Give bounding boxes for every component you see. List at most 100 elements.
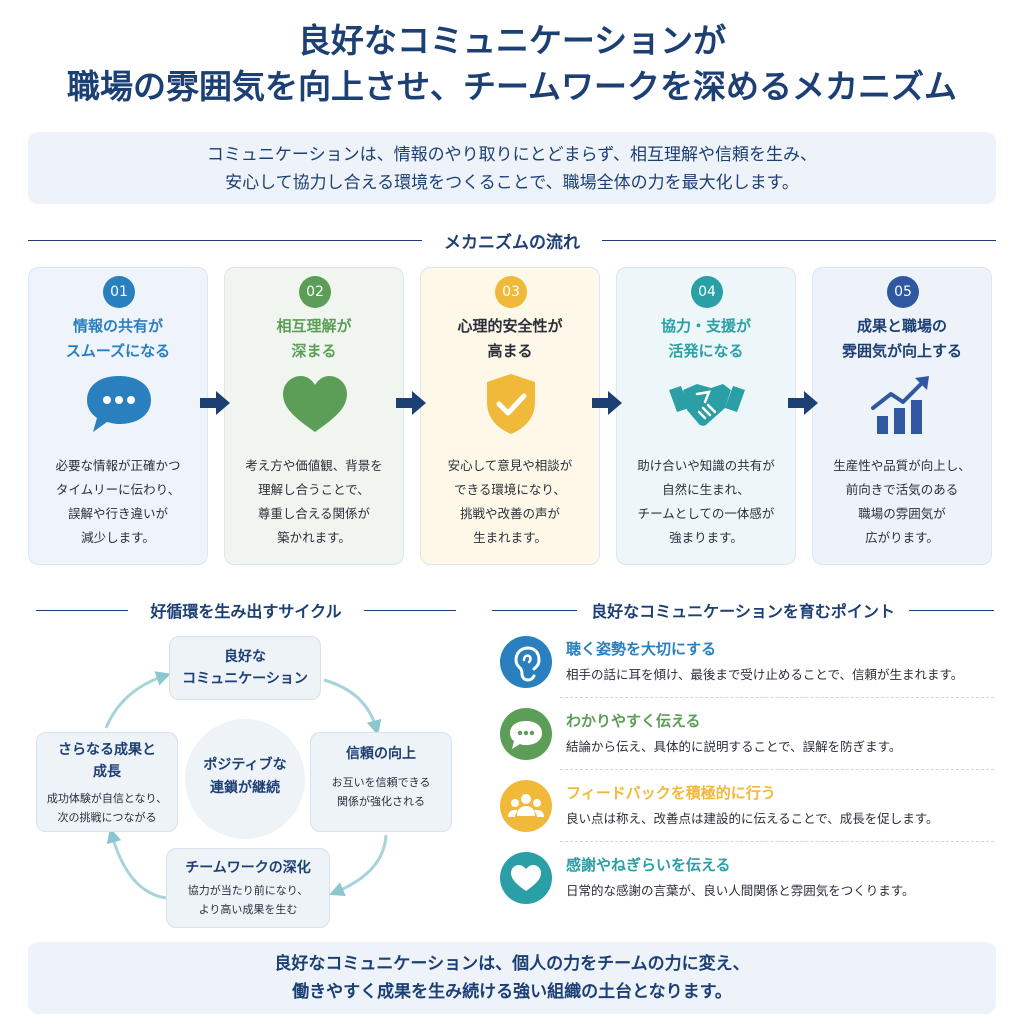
ear-icon — [500, 636, 552, 688]
title-line-2: 職場の雰囲気を向上させ、チームワークを深めるメカニズム — [66, 67, 957, 106]
cycle-node-title: 良好な — [224, 649, 266, 665]
step-title: 心理的安全性が高まる — [421, 314, 599, 364]
heading-rule-left — [492, 609, 578, 611]
step-description-line: 職場の雰囲気が — [858, 506, 946, 521]
cycle-node-title: さらなる成果と — [58, 742, 156, 758]
point-divider — [560, 697, 994, 698]
point-title: 聴く姿勢を大切にする — [566, 640, 717, 658]
step-number-badge: 02 — [299, 276, 331, 308]
step-description-line: 前向きで活気のある — [845, 482, 959, 497]
step-title-line: 活発になる — [668, 342, 744, 360]
step-description-line: できる環境になり、 — [454, 482, 566, 497]
cycle-node-title: コミュニケーション — [182, 671, 308, 687]
flow-heading-text: メカニズムの流れ — [444, 232, 580, 253]
cycle-arrow-top-right — [323, 678, 382, 736]
point-item: フィードバックを積極的に行う良い点は称え、改善点は建設的に伝えることで、成長を促… — [500, 780, 994, 850]
step-description-line: 生まれます。 — [473, 530, 547, 545]
flow-arrow-1 — [200, 391, 230, 415]
cycle-node-desc: 協力が当たり前になり、 — [187, 884, 309, 897]
step-title-line: 雰囲気が向上する — [841, 342, 962, 360]
point-item: わかりやすく伝える結論から伝え、具体的に説明することで、誤解を防ぎます。 — [500, 708, 994, 778]
step-card-01: 01 情報の共有がスムーズになる必要な情報が正確かつタイムリーに伝わり、誤解や行き… — [28, 267, 208, 565]
handshake-icon — [667, 372, 747, 436]
step-description: 助け合いや知識の共有が自然に生まれ、チームとしての一体感が強まります。 — [617, 454, 795, 550]
cycle-node-desc: 次の挑戦につながる — [57, 811, 157, 824]
step-title-line: 相互理解が — [276, 317, 352, 335]
cycle-node-desc: より高い成果を生む — [198, 903, 298, 916]
step-number-badge: 04 — [691, 276, 723, 308]
step-card-02: 02 相互理解が深まる考え方や価値観、背景を理解し合うことで、尊重し合える関係が築… — [224, 267, 404, 565]
step-description-line: 必要な情報が正確かつ — [55, 458, 181, 473]
step-description-line: チームとしての一体感が — [637, 506, 775, 521]
step-title-line: 成果と職場の — [856, 317, 947, 335]
step-title-line: 協力・支援が — [660, 317, 751, 335]
step-description: 考え方や価値観、背景を理解し合うことで、尊重し合える関係が築かれます。 — [225, 454, 403, 550]
step-title-line: 高まる — [487, 342, 533, 360]
cycle-node-communication: 良好な コミュニケーション — [169, 636, 321, 700]
step-description-line: タイムリーに伝わり、 — [55, 482, 181, 497]
step-title: 協力・支援が活発になる — [617, 314, 795, 364]
heading-rule-right — [363, 609, 457, 611]
step-title-line: 深まる — [291, 342, 337, 360]
cycle-center: ポジティブな 連鎖が継続 — [185, 719, 305, 839]
chat-bubble-icon — [79, 372, 159, 436]
page-title: 良好なコミュニケーションが 職場の雰囲気を向上させ、チームワークを深めるメカニズ… — [0, 18, 1024, 110]
heart-icon — [275, 372, 355, 436]
step-number-badge: 05 — [887, 276, 919, 308]
point-item: 聴く姿勢を大切にする相手の話に耳を傾け、最後まで受け止めることで、信頼が生まれま… — [500, 636, 994, 706]
cycle-arrows — [104, 671, 388, 900]
step-description-line: 生産性や品質が向上し、 — [833, 458, 971, 473]
point-description: 相手の話に耳を傾け、最後まで受け止めることで、信頼が生まれます。 — [566, 667, 964, 682]
cycle-arrow-right-bottom — [329, 834, 388, 897]
step-description-line: 尊重し合える関係が — [257, 506, 371, 521]
points-heading: 良好なコミュニケーションを育むポイント — [492, 598, 994, 622]
shield-check-icon — [471, 372, 551, 436]
heading-rule-left — [28, 239, 422, 241]
step-description-line: 自然に生まれ、 — [662, 482, 750, 497]
heart-icon — [500, 852, 552, 904]
cycle-heading: 好循環を生み出すサイクル — [36, 598, 457, 622]
step-title-line: 情報の共有が — [72, 317, 163, 335]
footer-line-1: 良好なコミュニケーションは、個人の力をチームの力に変え、 — [274, 954, 750, 974]
footer-summary: 良好なコミュニケーションは、個人の力をチームの力に変え、 働きやすく成果を生み続… — [28, 942, 996, 1014]
heading-rule-right — [602, 239, 996, 241]
point-divider — [560, 841, 994, 842]
step-number-badge: 01 — [103, 276, 135, 308]
step-description-line: 減少します。 — [81, 530, 155, 545]
point-title: わかりやすく伝える — [566, 712, 701, 730]
step-title: 成果と職場の雰囲気が向上する — [813, 314, 991, 364]
growth-chart-icon — [863, 372, 943, 436]
points-heading-text: 良好なコミュニケーションを育むポイント — [591, 602, 895, 621]
step-title: 相互理解が深まる — [225, 314, 403, 364]
heading-rule-left — [36, 609, 129, 611]
step-title-line: スムーズになる — [65, 342, 171, 360]
step-description: 生産性や品質が向上し、前向きで活気のある職場の雰囲気が広がります。 — [813, 454, 991, 550]
flow-arrow-2 — [396, 391, 426, 415]
flow-heading: メカニズムの流れ — [28, 228, 996, 253]
cycle-node-title: 信頼の向上 — [346, 746, 416, 762]
intro-line-1: コミュニケーションは、情報のやり取りにとどまらず、相互理解や信頼を生み、 — [206, 145, 818, 165]
step-description-line: 築かれます。 — [277, 530, 351, 545]
step-title: 情報の共有がスムーズになる — [29, 314, 207, 364]
point-description: 結論から伝え、具体的に説明することで、誤解を防ぎます。 — [566, 739, 902, 754]
cycle-node-desc: お互いを信頼できる — [331, 776, 431, 789]
intro-line-2: 安心して協力し合える環境をつくることで、職場全体の力を最大化します。 — [225, 173, 799, 193]
step-description: 必要な情報が正確かつタイムリーに伝わり、誤解や行き違いが減少します。 — [29, 454, 207, 550]
cycle-arrow-left-top — [104, 671, 172, 729]
title-line-1: 良好なコミュニケーションが — [297, 21, 727, 60]
point-item: 感謝やねぎらいを伝える日常的な感謝の言葉が、良い人間関係と雰囲気をつくります。 — [500, 852, 994, 922]
step-description-line: 考え方や価値観、背景を — [245, 458, 383, 473]
cycle-heading-text: 好循環を生み出すサイクル — [150, 602, 342, 621]
point-title: フィードバックを積極的に行う — [566, 784, 776, 802]
cycle-node-title: チームワークの深化 — [185, 860, 311, 876]
step-description-line: 理解し合うことで、 — [258, 482, 370, 497]
cycle-center-text: ポジティブな — [203, 757, 287, 773]
cycle-node-teamwork: チームワークの深化 協力が当たり前になり、 より高い成果を生む — [166, 848, 330, 928]
cycle-node-trust: 信頼の向上 お互いを信頼できる 関係が強化される — [310, 732, 452, 832]
step-description-line: 挑戦や改善の声が — [459, 506, 560, 521]
intro-box: コミュニケーションは、情報のやり取りにとどまらず、相互理解や信頼を生み、 安心し… — [28, 132, 996, 204]
cycle-center-text: 連鎖が継続 — [210, 780, 280, 796]
